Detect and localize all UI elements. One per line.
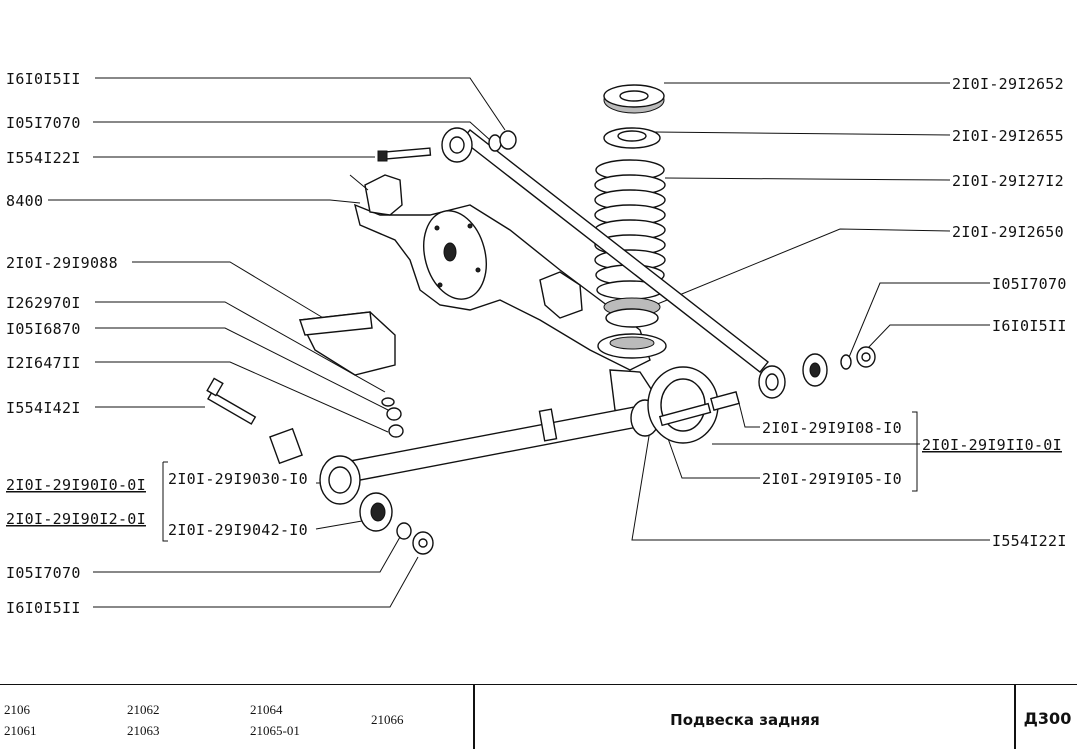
- left-small-parts: [206, 311, 434, 555]
- model-number: 21063: [127, 723, 160, 738]
- part-label: I2I647II: [6, 354, 81, 372]
- footer-divider: [1014, 685, 1016, 749]
- part-label: 2I0I-29I9088: [6, 254, 118, 272]
- assembly-label: 2I0I-29I90I2-0I: [6, 510, 146, 528]
- part-label: 2I0I-29I2650: [952, 223, 1064, 241]
- part-label: 2I0I-29I9I05-I0: [762, 470, 902, 488]
- part-label: 2I0I-29I2655: [952, 127, 1064, 145]
- upper-rod: [377, 127, 786, 399]
- part-label: I554I22I: [6, 149, 81, 167]
- part-label: I05I7070: [992, 275, 1067, 293]
- part-label: 2I0I-29I2652: [952, 75, 1064, 93]
- part-label: 2I0I-29I9030-I0: [168, 470, 308, 488]
- part-label: 2I0I-29I9I08-I0: [762, 419, 902, 437]
- exploded-diagram: I6I0I5II I05I7070 I554I22I 8400 2I0I-29I…: [6, 70, 1067, 617]
- parts-drawing: [206, 84, 876, 555]
- part-label: I262970I: [6, 294, 81, 312]
- catalog-footer: 2106 21061 21062 21063 21064 21065-01 21…: [0, 684, 1077, 749]
- model-number: 21066: [371, 712, 404, 727]
- spring-assembly: [594, 84, 667, 359]
- part-label: 2I0I-29I27I2: [952, 172, 1064, 190]
- model-number: 21062: [127, 702, 160, 717]
- page-title: Подвеска задняя: [670, 711, 820, 729]
- axle-housing: [349, 174, 656, 421]
- model-number: 2106: [4, 702, 30, 717]
- leader-lines: [48, 77, 990, 608]
- part-label: I05I6870: [6, 320, 81, 338]
- model-number: 21065-01: [250, 723, 300, 738]
- model-number: 21064: [250, 702, 283, 717]
- part-label: 2I0I-29I9042-I0: [168, 521, 308, 539]
- right-bushings: [802, 346, 876, 387]
- footer-divider: [473, 685, 475, 749]
- part-label: I6I0I5II: [6, 70, 81, 88]
- assembly-label: 2I0I-29I90I0-0I: [6, 476, 146, 494]
- part-labels: I6I0I5II I05I7070 I554I22I 8400 2I0I-29I…: [6, 70, 1067, 617]
- axle-bracket: [647, 366, 740, 444]
- part-label: I554I22I: [992, 532, 1067, 550]
- part-label: I554I42I: [6, 399, 81, 417]
- lower-rod: [319, 399, 660, 505]
- part-label: I05I7070: [6, 564, 81, 582]
- assembly-label: 2I0I-29I9II0-0I: [922, 436, 1062, 454]
- part-label: 8400: [6, 192, 43, 210]
- model-number: 21061: [4, 723, 37, 738]
- part-label: I6I0I5II: [992, 317, 1067, 335]
- page-code: Д300: [1023, 709, 1072, 728]
- part-label: I05I7070: [6, 114, 81, 132]
- part-label: I6I0I5II: [6, 599, 81, 617]
